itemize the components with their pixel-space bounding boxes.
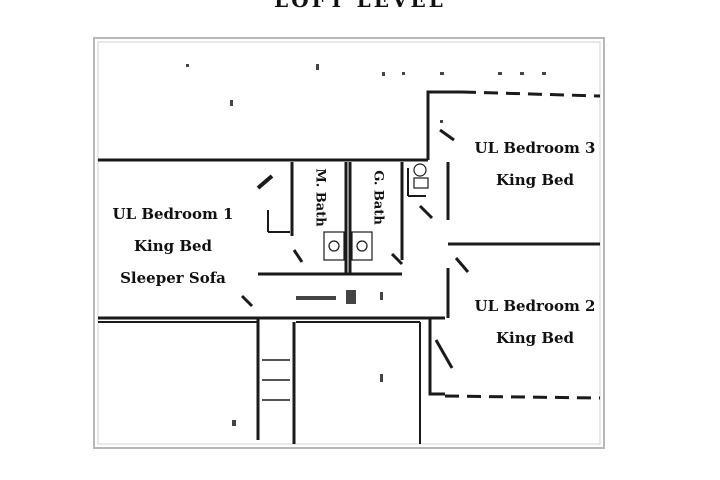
bedroom1-label: UL Bedroom 1 King Bed Sleeper Sofa xyxy=(108,198,238,294)
walls xyxy=(98,90,601,444)
bedroom3-label: UL Bedroom 3 King Bed xyxy=(470,132,600,196)
bedroom3-bed: King Bed xyxy=(495,171,575,189)
bedroom1-name: UL Bedroom 1 xyxy=(112,205,234,223)
floor-title: LOFT LEVEL xyxy=(274,0,446,12)
bath-fixtures xyxy=(323,163,429,261)
master-bath-label: M. Bath xyxy=(312,168,328,227)
bedroom1-bed: King Bed xyxy=(133,237,213,255)
bedroom3-name: UL Bedroom 3 xyxy=(474,139,596,157)
bedroom2-name: UL Bedroom 2 xyxy=(474,297,596,315)
outer-outline xyxy=(93,37,605,449)
bedroom2-label: UL Bedroom 2 King Bed xyxy=(470,290,600,354)
bedroom1-extra: Sleeper Sofa xyxy=(120,269,226,287)
bedroom2-bed: King Bed xyxy=(495,329,575,347)
guest-bath-label: G. Bath xyxy=(370,170,386,225)
dimension-marks xyxy=(186,64,546,426)
